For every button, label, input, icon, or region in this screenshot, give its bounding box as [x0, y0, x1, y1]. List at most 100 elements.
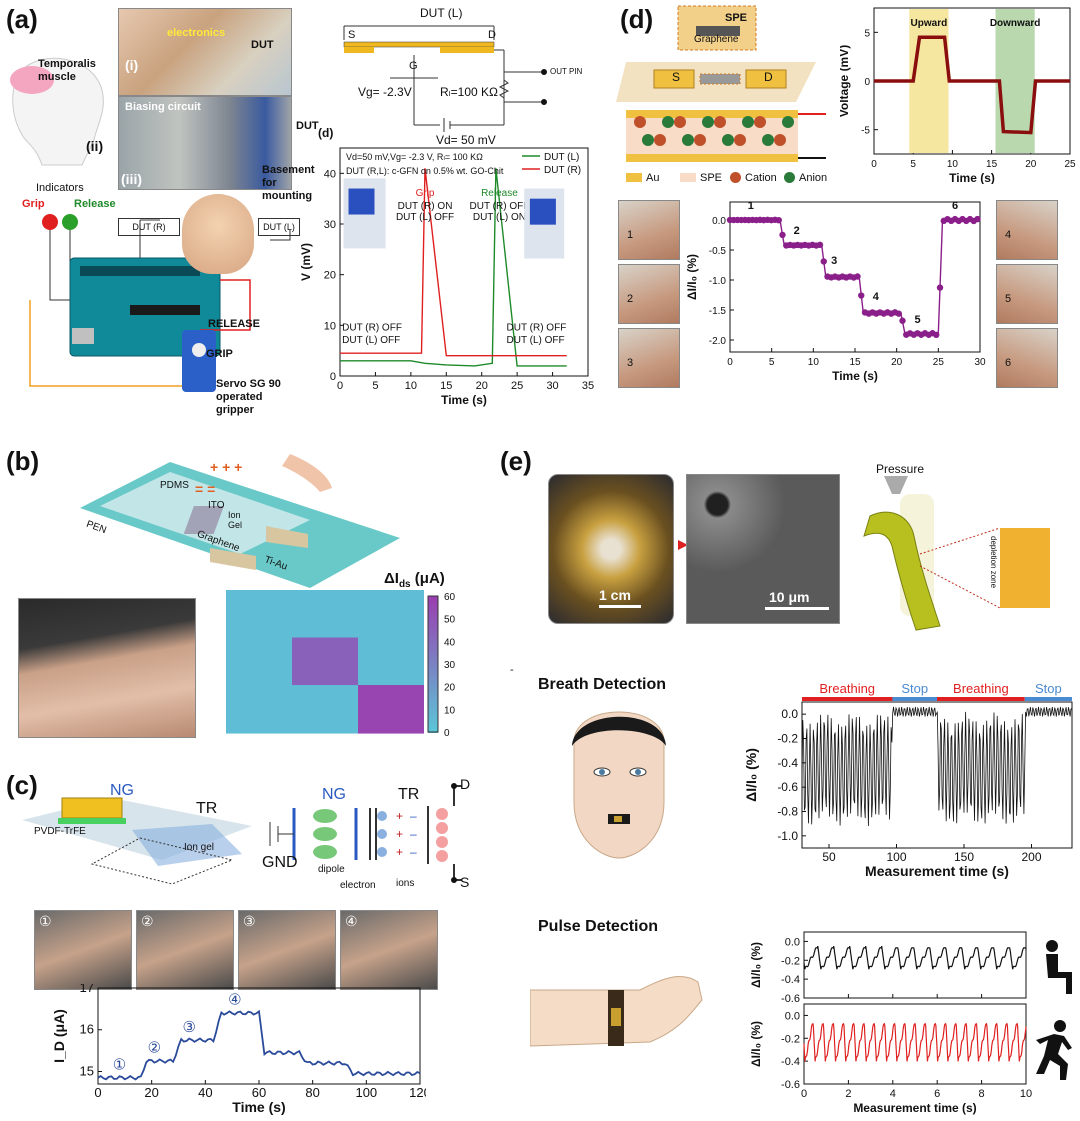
annotation-grip-l: DUT (L) OFF — [396, 212, 454, 223]
colorbar-tick: 0 — [444, 728, 450, 738]
region-label-Upward: Upward — [911, 18, 948, 29]
y-tick-label: 5 — [864, 28, 870, 39]
breath-trace — [801, 706, 1072, 827]
heatmap-cell — [358, 685, 424, 734]
ng-tr-schematic — [22, 797, 252, 885]
layer-iongel: Ion Gel — [228, 510, 243, 530]
source-terminal: S — [460, 874, 470, 890]
heatmap-cell — [226, 685, 292, 734]
y-tick-label: 15 — [80, 1063, 94, 1078]
source-label: S — [672, 70, 681, 84]
svg-text:+: + — [396, 827, 403, 841]
step-marker-label: ④ — [228, 992, 241, 1009]
step-marker — [779, 231, 786, 239]
cation-dot — [714, 116, 726, 128]
colorbar-segment — [428, 664, 438, 669]
servo-label: Servo SG 90 operated gripper — [216, 378, 281, 416]
y-tick-label: -0.6 — [781, 993, 800, 1005]
motion-photo-3: ③ — [238, 910, 336, 990]
y-tick-label: -1.0 — [709, 276, 727, 287]
drain-terminal: D — [460, 776, 471, 792]
step-marker — [933, 331, 940, 339]
svg-text:= =: = = — [195, 481, 215, 497]
legend-au-swatch — [626, 173, 642, 182]
drain-current-trace — [97, 1009, 421, 1081]
segment-label-Breathing: Breathing — [819, 681, 875, 696]
electron-label: electron — [340, 880, 376, 891]
tr-circuit-label: TR — [398, 786, 420, 803]
dash-mark: - — [510, 664, 514, 676]
svg-text:–: – — [410, 827, 417, 841]
colorbar-segment — [428, 698, 438, 703]
motion-photo-1: ① — [34, 910, 132, 990]
colorbar-segment — [428, 681, 438, 686]
svg-text:+: + — [396, 845, 403, 859]
layer-ito: ITO — [208, 500, 225, 511]
step-marker-label: ③ — [183, 1019, 196, 1036]
circuit-title: DUT (L) — [420, 6, 463, 20]
y-tick-label: 0.0 — [785, 936, 800, 948]
anion-dot — [642, 134, 654, 146]
colorbar-segment — [428, 616, 438, 621]
step-marker — [816, 241, 824, 249]
segment-label-Breathing: Breathing — [953, 681, 1009, 696]
tr-label: TR — [196, 800, 218, 817]
colorbar-segment — [428, 606, 438, 611]
touch-photo-3: 3 — [618, 328, 680, 388]
x-axis-label: Time (s) — [832, 369, 878, 383]
region-Upward — [909, 9, 949, 153]
heatmap-cell — [292, 637, 358, 687]
heatmap-cell — [226, 590, 292, 639]
x-axis-label: Time (s) — [949, 171, 995, 184]
annotation-left-l: DUT (L) OFF — [342, 335, 400, 346]
spe-legend: Au SPE Cation Anion — [626, 170, 846, 186]
scale-bar-1-line — [599, 605, 641, 608]
legend-spe: SPE — [700, 172, 723, 184]
panel-a: Temporalis muscle (ii) (i) electronics D… — [0, 0, 600, 420]
label-iii: (iii) — [121, 171, 142, 187]
cation-dot — [754, 116, 766, 128]
y-tick-label: -2.0 — [709, 336, 727, 347]
chart-drain-current: 020406080100120151617Time (s)I_D (μA)①②③… — [51, 984, 426, 1115]
release-led-label: Release — [74, 198, 116, 210]
pulse-run-trace — [803, 1022, 1027, 1062]
sitting-person-icon — [1046, 940, 1072, 994]
anion-dot — [682, 134, 694, 146]
x-tick-label: 15 — [986, 159, 998, 170]
plot-frame — [803, 1003, 1027, 1085]
anion-dot — [762, 134, 774, 146]
x-tick-label: 0 — [801, 1088, 807, 1100]
y-tick-label: -0.4 — [781, 974, 800, 986]
motion-photo-1-num: ① — [39, 913, 52, 929]
anion-dot — [782, 116, 794, 128]
svg-text:+ + +: + + + — [210, 459, 242, 475]
anion-dot — [702, 116, 714, 128]
photo-biasing-circuit: Biasing circuit (iii) — [118, 96, 292, 190]
legend-label: DUT (R) — [544, 165, 581, 176]
y-tick-label: 16 — [80, 1022, 94, 1037]
y-axis-label: ΔI/I₀ (%) — [685, 254, 699, 300]
x-axis-label: Measurement time (s) — [865, 863, 1009, 879]
x-tick-label: 15 — [849, 357, 861, 368]
x-tick-label: 10 — [1020, 1088, 1032, 1100]
y-tick-label: 0.0 — [712, 216, 726, 227]
spe-label: SPE — [725, 12, 748, 24]
y-tick-label: 0 — [330, 371, 336, 383]
plot-frame — [339, 147, 589, 377]
dipole-label: dipole — [318, 864, 345, 875]
panel-label-e: (e) — [500, 446, 532, 476]
x-tick-label: 0 — [337, 380, 343, 392]
x-tick-label: 50 — [822, 850, 836, 864]
colorbar-segment — [428, 640, 438, 645]
y-tick-label: -0.2 — [781, 1033, 800, 1045]
touch-photo-2: 2 — [618, 264, 680, 324]
x-tick-label: 2 — [845, 1088, 851, 1100]
series-line-DUT (L) — [340, 168, 567, 367]
pressure-label: Pressure — [876, 462, 925, 476]
panel-e: 1 cm 10 μm Pressure depletion zone - Bre… — [500, 440, 1080, 1121]
colorbar-segment — [428, 596, 438, 601]
colorbar-segment — [428, 718, 438, 723]
cation-dot — [634, 116, 646, 128]
